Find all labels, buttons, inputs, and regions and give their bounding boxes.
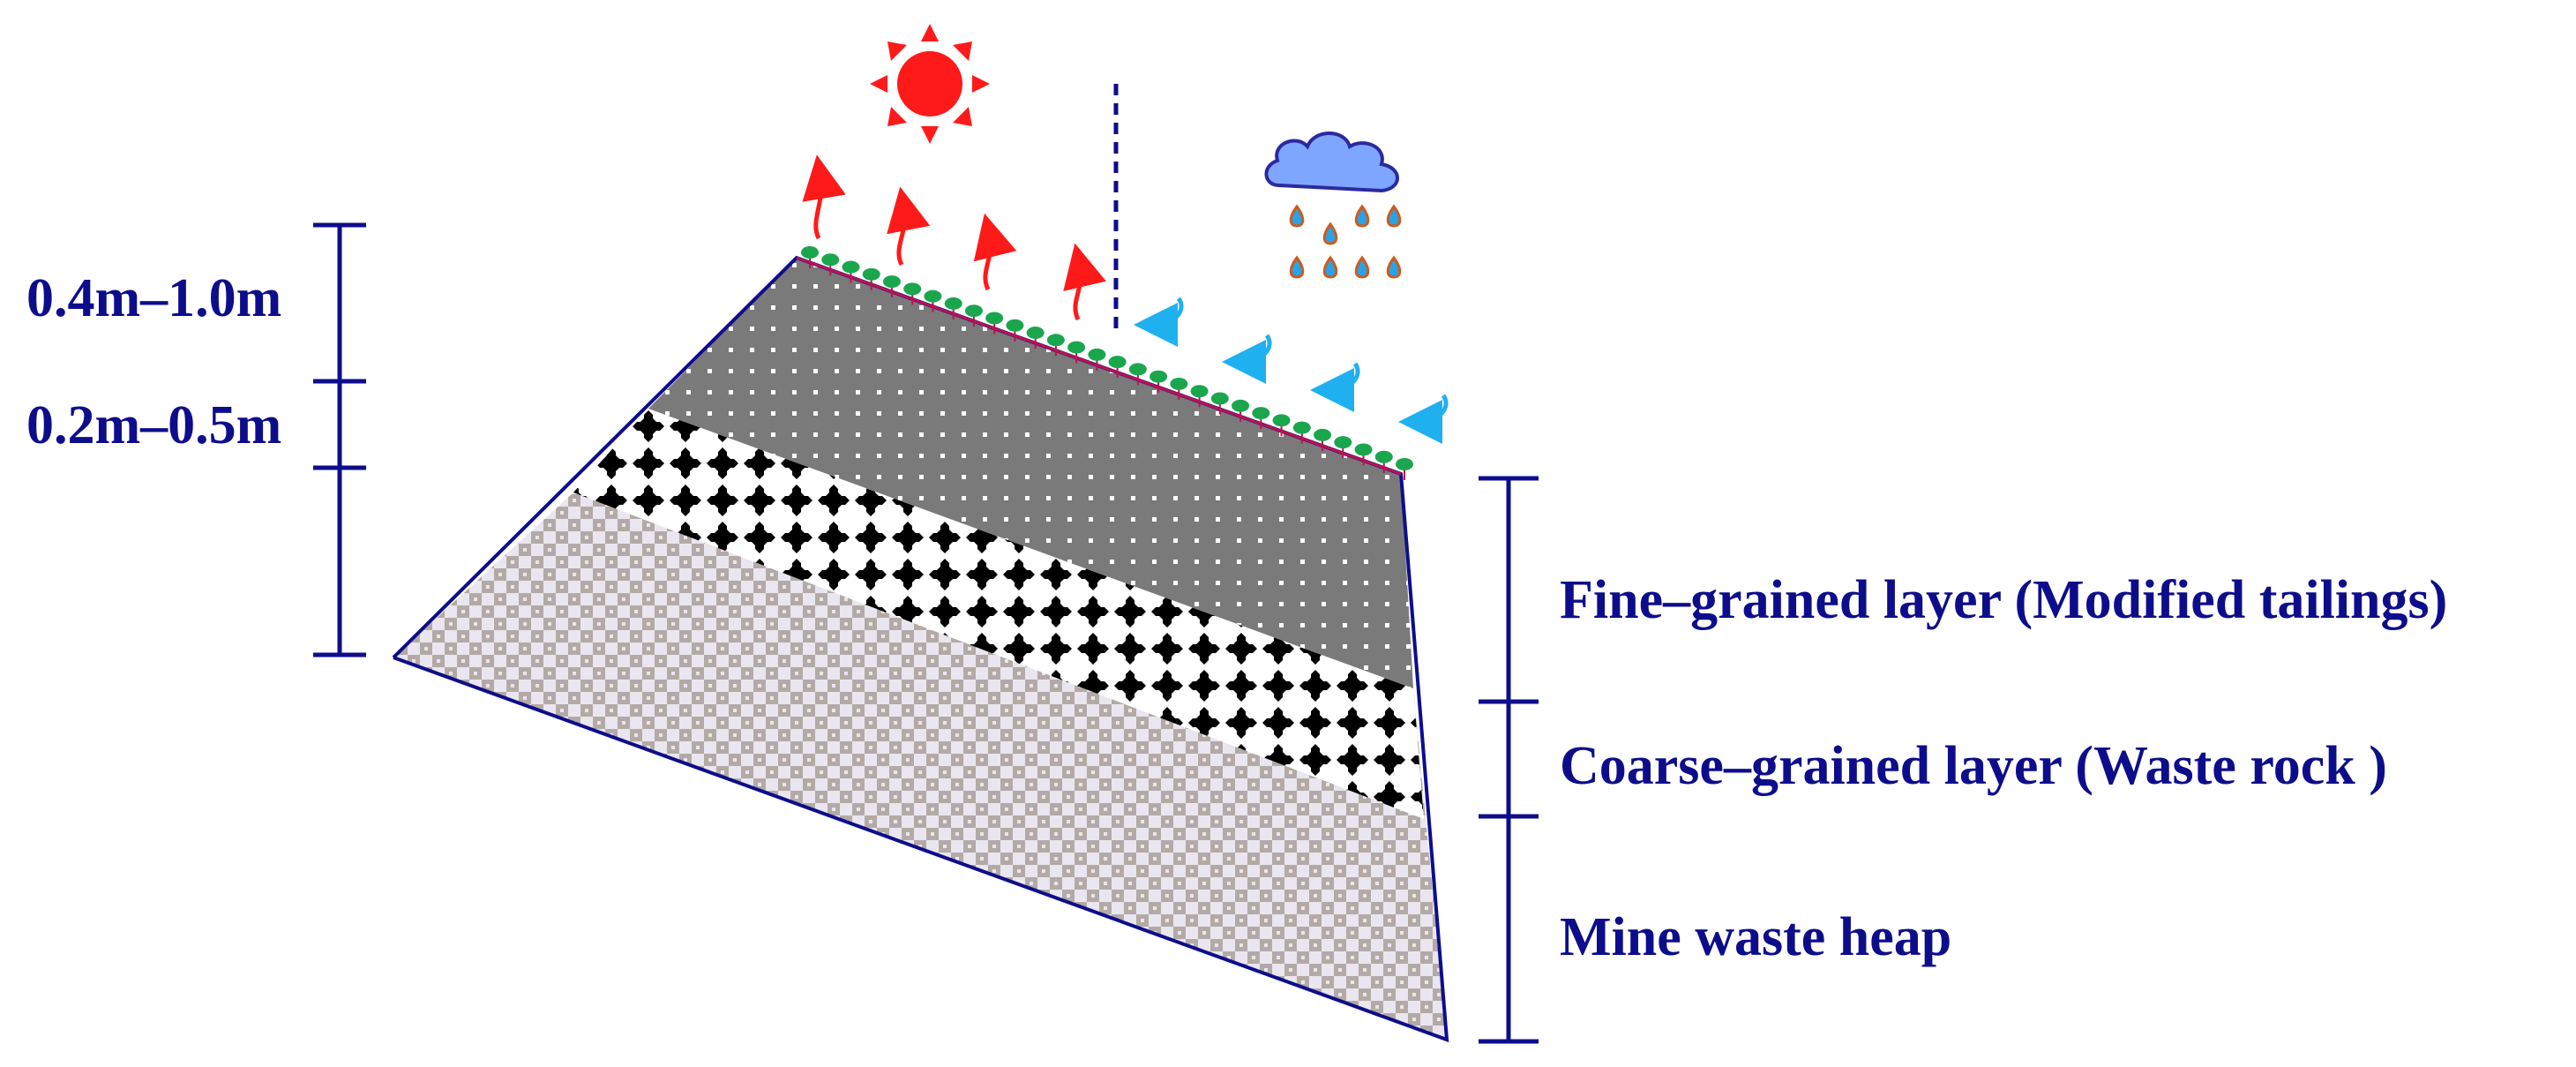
fine-grained-layer-label: Fine–grained layer (Modified tailings) xyxy=(1560,570,2447,630)
plant-leaf xyxy=(985,312,1004,325)
plant-leaf xyxy=(1210,392,1229,405)
vegetation-icon xyxy=(801,246,1413,480)
raindrop-icon xyxy=(1322,255,1338,279)
raindrop-icon xyxy=(1354,204,1370,228)
coarse-grained-layer-label: Coarse–grained layer (Waste rock ) xyxy=(1560,736,2387,796)
plant-leaf xyxy=(944,297,962,310)
plant-leaf xyxy=(1272,414,1291,427)
plant-leaf xyxy=(964,304,983,318)
coarse-grained-layer xyxy=(573,409,1424,819)
plant-leaf xyxy=(1292,421,1311,434)
plant-leaf xyxy=(1396,458,1413,470)
raindrop-icon xyxy=(1386,255,1402,279)
raindrop-icon xyxy=(1386,204,1402,228)
plant-leaf xyxy=(1334,436,1352,449)
plant-leaf xyxy=(821,253,840,267)
plant-leaf xyxy=(882,275,901,289)
plant-leaf xyxy=(1314,428,1332,441)
fine-layer-thickness-label: 0.4m–1.0m xyxy=(26,268,281,328)
plant-leaf xyxy=(1252,407,1270,420)
mine-waste-heap-layer xyxy=(393,492,1447,1040)
mine-waste-heap-label: Mine waste heap xyxy=(1560,907,1951,967)
fine-grained-layer xyxy=(648,258,1413,688)
plant-leaf xyxy=(1374,450,1393,463)
plant-leaf xyxy=(801,246,819,259)
plant-leaf xyxy=(1232,399,1250,412)
rain-cloud-icon xyxy=(1264,131,1402,279)
plant-leaf xyxy=(1354,443,1373,456)
plant-leaf xyxy=(1108,356,1127,369)
plant-leaf xyxy=(1128,363,1147,376)
infiltration-arrow-icon xyxy=(1134,297,1449,444)
raindrop-icon xyxy=(1289,204,1305,228)
raindrop-icon xyxy=(1322,222,1338,245)
plant-leaf xyxy=(1006,319,1024,332)
plant-leaf xyxy=(903,282,922,296)
plant-leaf xyxy=(1149,370,1168,383)
plant-leaf xyxy=(842,260,860,274)
plant-leaf xyxy=(1088,348,1106,361)
plant-leaf xyxy=(1170,377,1188,390)
surface-line xyxy=(796,256,1402,476)
plant-leaf xyxy=(862,267,880,281)
plant-leaf xyxy=(1067,341,1086,354)
sun-icon xyxy=(870,24,990,144)
plant-leaf xyxy=(924,289,942,303)
raindrop-icon xyxy=(1289,255,1305,279)
left-depth-scale xyxy=(313,222,366,657)
plant-leaf xyxy=(1190,385,1209,398)
right-layer-scale xyxy=(1479,476,1539,1044)
raindrop-icon xyxy=(1354,255,1370,279)
plant-leaf xyxy=(1026,327,1045,340)
plant-leaf xyxy=(1046,334,1065,347)
evaporation-arrow-icon xyxy=(802,154,1106,321)
coarse-layer-thickness-label: 0.2m–0.5m xyxy=(26,395,281,455)
